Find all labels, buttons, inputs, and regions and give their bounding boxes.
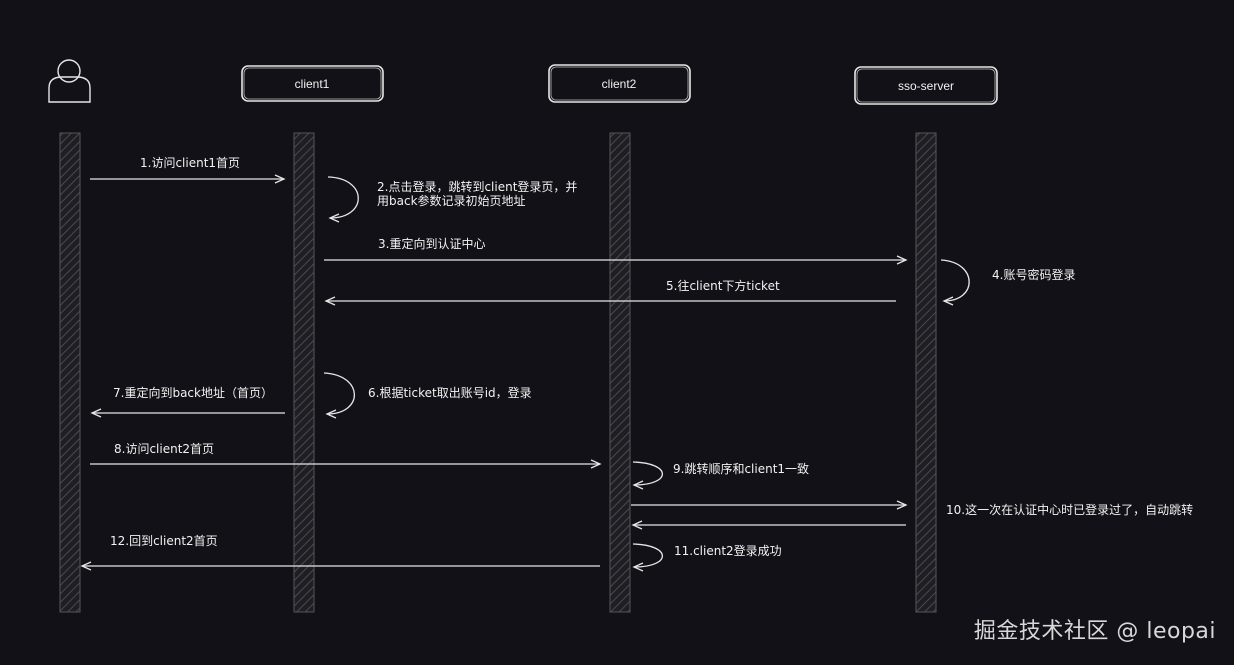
message-12: 12.回到client2首页 [80,534,600,571]
participant-label: client2 [602,77,637,91]
svg-text:5.往client下方ticket: 5.往client下方ticket [666,278,780,293]
participant-client2: client2 [548,64,691,103]
message-5: 5.往client下方ticket [324,278,896,306]
participant-label: client1 [295,77,330,91]
message-7: 7.重定向到back地址（首页） [90,385,285,418]
svg-text:3.重定向到认证中心: 3.重定向到认证中心 [378,236,485,251]
participant-sso-server: sso-server [854,66,998,105]
watermark: 掘金技术社区 @ leopai [973,619,1216,644]
message-3: 3.重定向到认证中心 [324,236,908,265]
user-icon [48,59,91,103]
svg-text:2.点击登录，跳转到client登录页，并: 2.点击登录，跳转到client登录页，并 [377,179,577,194]
svg-text:10.这一次在认证中心时已登录过了，自动跳转: 10.这一次在认证中心时已登录过了，自动跳转 [946,502,1193,517]
message-1: 1.访问client1首页 [90,156,286,184]
svg-text:12.回到client2首页: 12.回到client2首页 [110,534,218,548]
svg-text:用back参数记录初始页地址: 用back参数记录初始页地址 [377,193,526,208]
svg-text:8.访问client2首页: 8.访问client2首页 [114,442,214,456]
lifeline-user [59,132,81,613]
participant-label: sso-server [898,79,954,93]
message-8: 8.访问client2首页 [90,442,602,469]
lifeline-client2 [609,132,631,613]
lifeline-sso-server [915,132,937,613]
message-11: 11.client2登录成功 [632,543,782,572]
message-10: 10.这一次在认证中心时已登录过了，自动跳转 [631,500,1193,530]
lifeline-client1 [293,132,315,613]
message-9: 9.跳转顺序和client1一致 [632,461,809,490]
svg-text:7.重定向到back地址（首页）: 7.重定向到back地址（首页） [113,385,273,400]
svg-text:1.访问client1首页: 1.访问client1首页 [140,156,240,170]
message-6: 6.根据ticket取出账号id，登录 [323,372,532,419]
svg-text:4.账号密码登录: 4.账号密码登录 [992,267,1075,282]
message-4: 4.账号密码登录 [940,259,1075,306]
svg-text:9.跳转顺序和client1一致: 9.跳转顺序和client1一致 [673,461,809,476]
participant-client1: client1 [241,65,384,102]
svg-text:6.根据ticket取出账号id，登录: 6.根据ticket取出账号id，登录 [368,385,532,400]
message-2: 2.点击登录，跳转到client登录页，并 用back参数记录初始页地址 [327,176,577,223]
svg-text:11.client2登录成功: 11.client2登录成功 [674,543,782,558]
